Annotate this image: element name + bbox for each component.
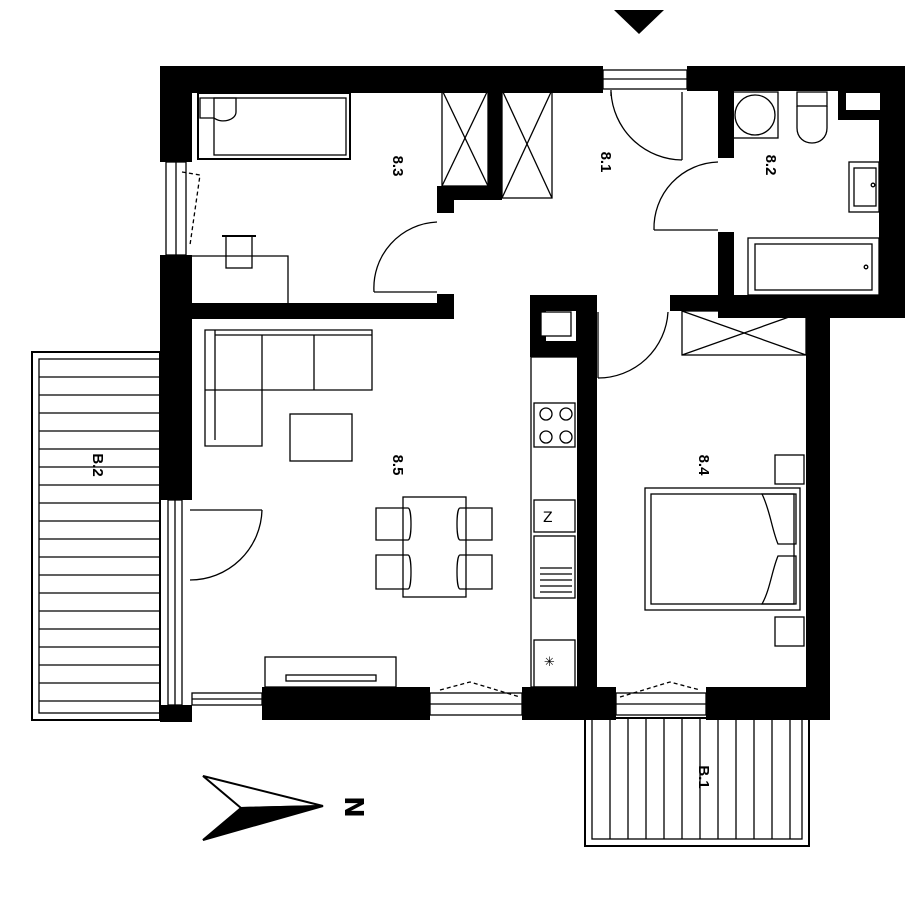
washing-machine: [731, 91, 779, 139]
windows: [165, 69, 707, 716]
balcony-b1: [584, 717, 810, 847]
room-label-8-3: 8.3: [389, 156, 406, 177]
room-label-8-2: 8.2: [762, 155, 779, 176]
sofa: [204, 329, 373, 447]
room-label-8-4: 8.4: [695, 455, 712, 477]
kitchen-counter: [530, 356, 579, 688]
fridge-glyph: ✳: [544, 655, 555, 670]
wardrobe: [441, 89, 807, 356]
coffee-table: [289, 413, 353, 462]
dining-table: [375, 496, 493, 598]
washbasin: [848, 161, 880, 213]
kitchen-shaft: [540, 311, 572, 337]
desk: [190, 235, 289, 303]
compass-north-label: N: [338, 796, 368, 818]
bed-double: [644, 454, 805, 647]
tv-unit: [264, 656, 397, 688]
entrance-arrow: [614, 10, 664, 34]
compass-arrow-icon: [202, 775, 324, 841]
shaft-opening: [846, 93, 880, 110]
toilet: [796, 91, 828, 144]
balcony-label-b2: B.2: [89, 453, 106, 476]
walls: [160, 66, 905, 722]
bed-single: [197, 92, 351, 160]
room-label-8-1: 8.1: [597, 152, 614, 173]
balcony-label-b1: B.1: [695, 765, 712, 788]
bathtub: [747, 237, 880, 296]
dishwasher-glyph: Z: [543, 510, 553, 526]
doors: [181, 90, 719, 698]
room-label-8-5: 8.5: [389, 455, 406, 476]
balcony-b2: [31, 351, 161, 721]
